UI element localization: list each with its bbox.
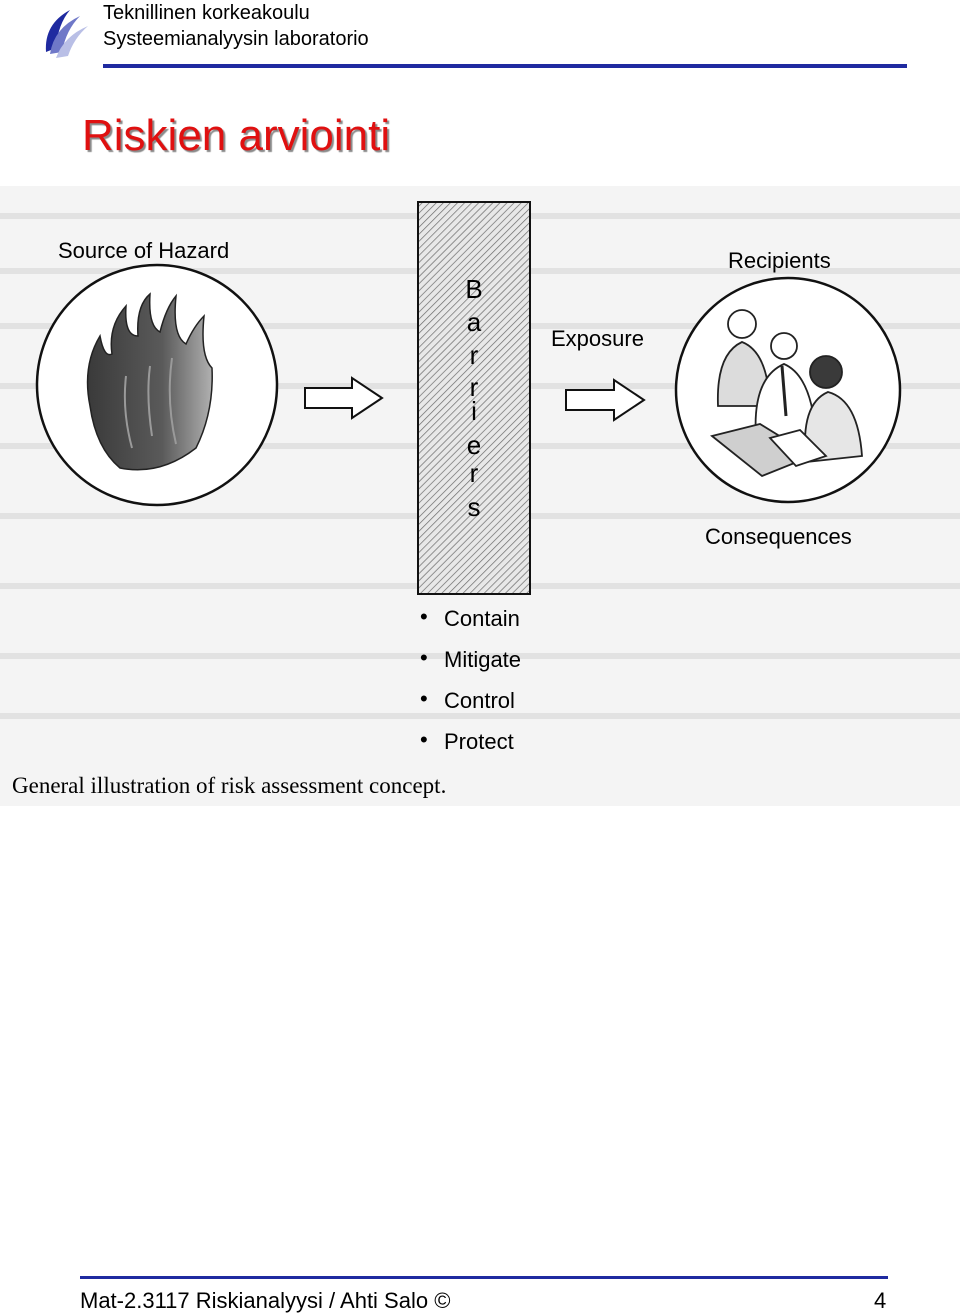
bullet-icon: • bbox=[420, 645, 428, 670]
barrier-letter: e bbox=[467, 430, 481, 460]
people-icon bbox=[710, 309, 863, 478]
footer-divider bbox=[80, 1276, 888, 1279]
barrier-action-item: Protect bbox=[444, 729, 514, 754]
barrier-letter: r bbox=[470, 372, 479, 402]
page-number: 4 bbox=[874, 1288, 887, 1313]
barrier-block bbox=[417, 201, 531, 595]
barrier-letter: r bbox=[470, 340, 479, 370]
consequences-label: Consequences bbox=[705, 524, 852, 549]
fire-icon bbox=[86, 292, 213, 471]
arrow-to-barrier-icon bbox=[304, 376, 384, 420]
laboratory-name: Systeemianalyysin laboratorio bbox=[103, 28, 369, 50]
barrier-action-item: Contain bbox=[444, 606, 520, 631]
barrier-letter: a bbox=[467, 307, 482, 337]
header-divider bbox=[103, 64, 907, 68]
barrier-letter: i bbox=[471, 396, 477, 426]
barrier-letter: r bbox=[470, 458, 479, 488]
barrier-letter: s bbox=[468, 492, 481, 522]
university-name: Teknillinen korkeakoulu bbox=[103, 2, 310, 24]
barrier-action-item: Mitigate bbox=[444, 647, 521, 672]
exposure-label: Exposure bbox=[551, 326, 644, 351]
bullet-icon: • bbox=[420, 604, 428, 629]
recipients-label: Recipients bbox=[728, 248, 831, 273]
risk-assessment-diagram: Source of Hazard B a r r i e r s Exposur… bbox=[0, 186, 960, 806]
barrier-action-item: Control bbox=[444, 688, 515, 713]
bullet-icon: • bbox=[420, 686, 428, 711]
page-title: Riskien arviointi bbox=[82, 111, 391, 160]
exposure-arrow-icon bbox=[565, 378, 646, 422]
university-logo-icon bbox=[45, 10, 88, 58]
barrier-letter: B bbox=[465, 274, 482, 304]
diagram-caption: General illustration of risk assessment … bbox=[12, 773, 446, 798]
footer-course: Mat-2.3117 Riskianalyysi / Ahti Salo © bbox=[80, 1288, 451, 1313]
bullet-icon: • bbox=[420, 727, 428, 752]
source-of-hazard-label: Source of Hazard bbox=[58, 238, 229, 263]
